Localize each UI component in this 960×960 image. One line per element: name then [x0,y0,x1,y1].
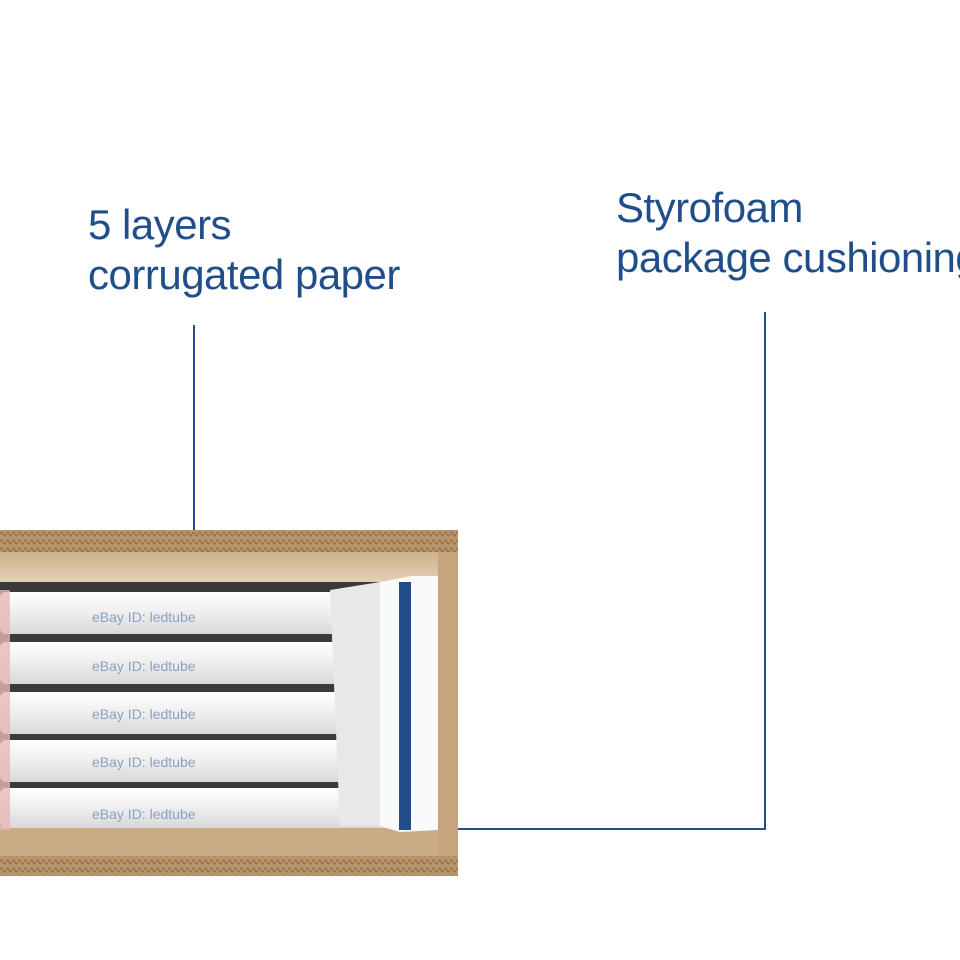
styrofoam-accent-bar [399,582,411,830]
tube-label: eBay ID: ledtube [92,609,196,625]
styrofoam-shadow [330,582,380,826]
cardboard-top-edge [0,530,458,552]
tube-end-cap [0,590,10,830]
corrugated-paper-leader-line [193,325,195,565]
corrugated-paper-label-line2: corrugated paper [88,251,400,298]
cardboard-bottom-edge [0,856,458,876]
tube [0,592,400,634]
tube [0,788,400,828]
styrofoam-label-line2: package cushioning [616,234,960,281]
package-photo: eBay ID: ledtube eBay ID: ledtube eBay I… [0,530,458,876]
tube [0,692,400,734]
tube [0,740,400,782]
styrofoam-label-line1: Styrofoam [616,184,803,231]
tube-stack [0,592,400,828]
tube-label: eBay ID: ledtube [92,706,196,722]
styrofoam-leader-line-horizontal [410,828,766,830]
cardboard-top-inner [0,552,458,582]
tube-label: eBay ID: ledtube [92,806,196,822]
cardboard-bottom-inner [0,826,458,856]
tube-label: eBay ID: ledtube [92,658,196,674]
package-illustration: eBay ID: ledtube eBay ID: ledtube eBay I… [0,530,458,876]
styrofoam-leader-line-vertical [764,312,766,830]
styrofoam-label: Styrofoam package cushioning [616,183,960,283]
corrugated-paper-label: 5 layers corrugated paper [88,200,400,300]
tube-label: eBay ID: ledtube [92,754,196,770]
tube [0,642,400,684]
cardboard-right-wall [438,552,458,856]
corrugated-paper-label-line1: 5 layers [88,201,232,248]
